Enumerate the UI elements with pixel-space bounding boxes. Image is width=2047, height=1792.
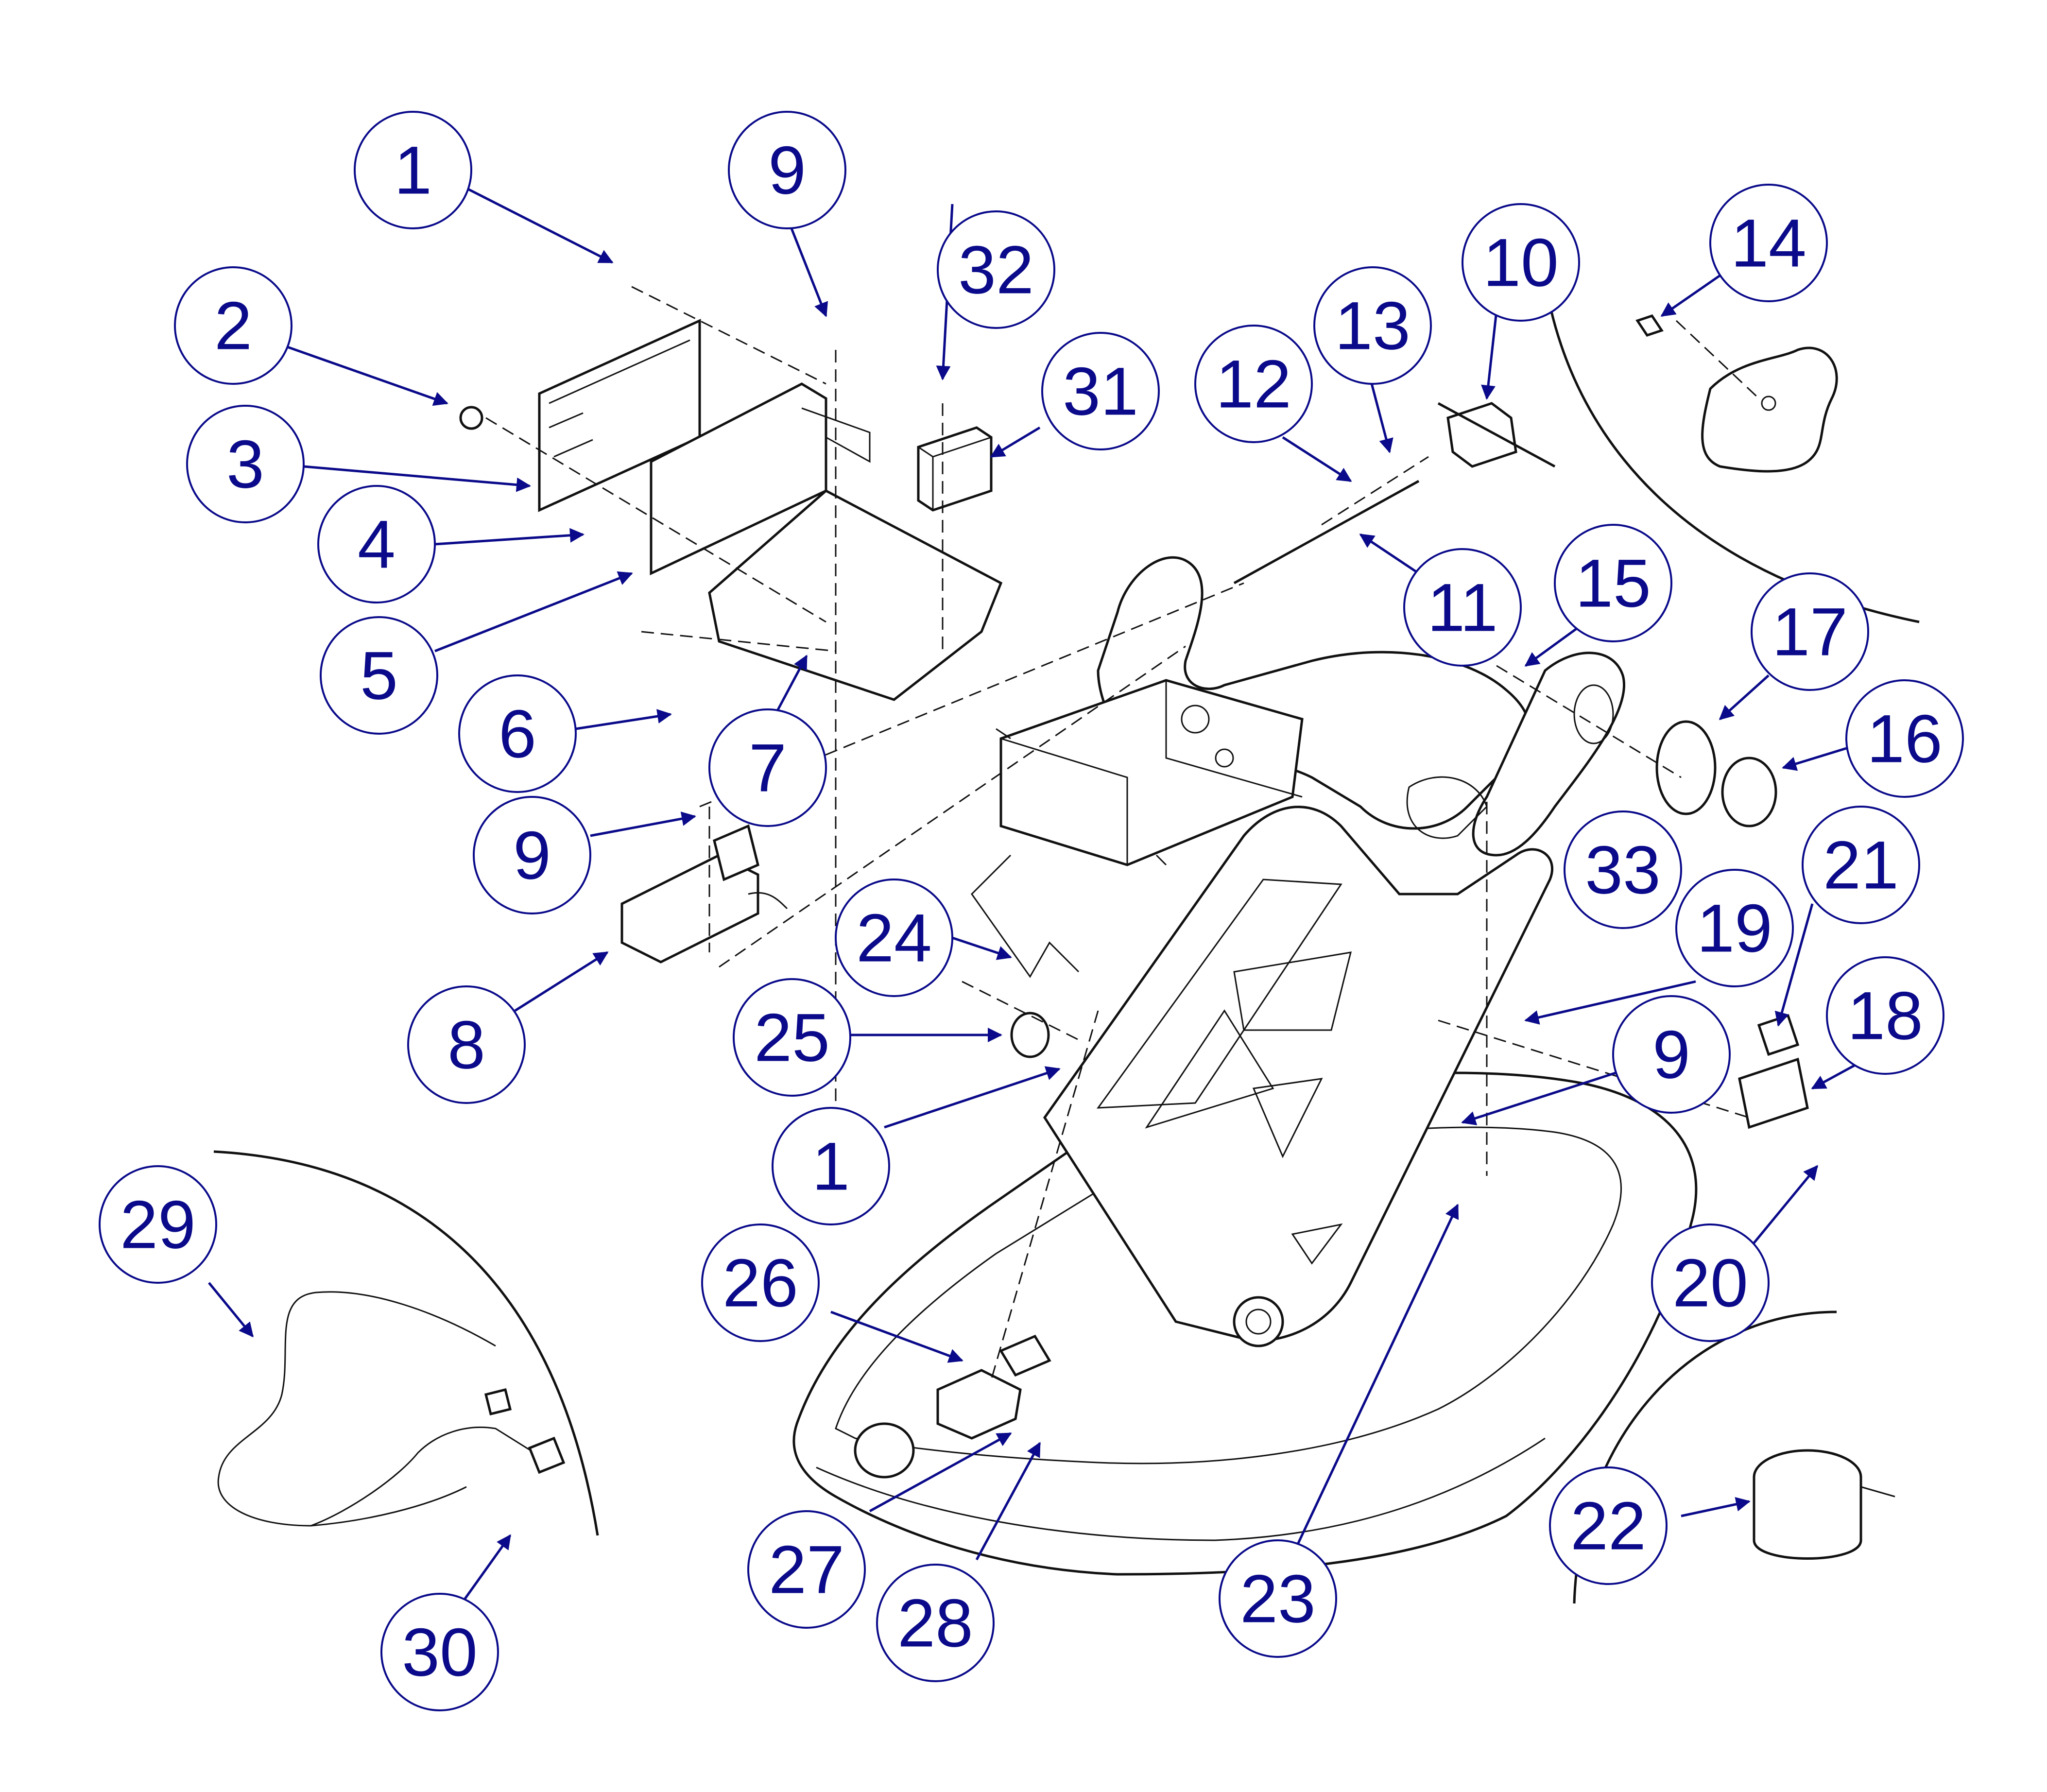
power-cord bbox=[217, 1291, 566, 1527]
callout-23: 23 bbox=[1219, 1539, 1337, 1658]
svg-text:27: 27 bbox=[769, 1532, 844, 1608]
relay-switch bbox=[917, 426, 993, 512]
callout-20: 20 bbox=[1651, 1223, 1770, 1342]
motor-mount-bracket bbox=[996, 679, 1304, 866]
callout-30: 30 bbox=[380, 1593, 499, 1711]
svg-text:18: 18 bbox=[1847, 978, 1923, 1054]
svg-text:33: 33 bbox=[1585, 832, 1661, 908]
callout-9-right: 9 bbox=[1612, 995, 1731, 1114]
callout-25: 25 bbox=[733, 978, 851, 1097]
gear bbox=[1010, 1012, 1050, 1058]
callout-29: 29 bbox=[99, 1165, 217, 1284]
svg-text:11: 11 bbox=[1427, 569, 1497, 646]
callout-10: 10 bbox=[1462, 203, 1580, 322]
callout-2: 2 bbox=[174, 266, 292, 385]
drive-motor bbox=[1753, 1449, 1895, 1560]
svg-text:2: 2 bbox=[214, 288, 252, 364]
limit-switch-bracket bbox=[620, 824, 788, 964]
svg-text:5: 5 bbox=[360, 638, 398, 714]
svg-text:20: 20 bbox=[1672, 1245, 1748, 1321]
main-arm-frame bbox=[1043, 806, 1554, 1347]
svg-text:15: 15 bbox=[1575, 545, 1651, 621]
svg-text:12: 12 bbox=[1216, 346, 1291, 422]
svg-text:9: 9 bbox=[768, 132, 806, 208]
callout-5: 5 bbox=[320, 616, 438, 735]
svg-text:19: 19 bbox=[1697, 890, 1772, 966]
callout-24: 24 bbox=[835, 879, 953, 997]
callout-19: 19 bbox=[1675, 869, 1794, 987]
svg-text:22: 22 bbox=[1570, 1488, 1646, 1564]
callout-12: 12 bbox=[1194, 325, 1313, 443]
callout-1: 1 bbox=[354, 111, 472, 229]
callout-21: 21 bbox=[1802, 806, 1920, 924]
callout-17: 17 bbox=[1751, 572, 1869, 691]
callout-6: 6 bbox=[458, 674, 577, 793]
callout-16: 16 bbox=[1845, 679, 1964, 798]
callout-9-left: 9 bbox=[473, 796, 591, 914]
svg-text:29: 29 bbox=[120, 1187, 196, 1263]
callout-22: 22 bbox=[1549, 1466, 1668, 1585]
svg-text:21: 21 bbox=[1823, 827, 1899, 903]
upper-armrest-assembly bbox=[1097, 556, 1626, 857]
svg-text:32: 32 bbox=[958, 232, 1034, 308]
svg-text:30: 30 bbox=[402, 1614, 478, 1690]
callout-15: 15 bbox=[1554, 524, 1672, 642]
svg-text:17: 17 bbox=[1772, 594, 1848, 670]
svg-text:26: 26 bbox=[722, 1245, 798, 1321]
callout-26: 26 bbox=[701, 1223, 820, 1342]
callout-7: 7 bbox=[708, 708, 827, 827]
callout-28: 28 bbox=[876, 1564, 995, 1682]
callout-33: 33 bbox=[1564, 810, 1682, 929]
callout-3: 3 bbox=[186, 405, 305, 523]
callout-13: 13 bbox=[1313, 266, 1432, 385]
svg-text:28: 28 bbox=[897, 1585, 973, 1661]
retaining-ring bbox=[1655, 720, 1717, 815]
svg-text:24: 24 bbox=[856, 900, 932, 976]
sensor-bracket bbox=[936, 1334, 1051, 1440]
svg-text:8: 8 bbox=[447, 1007, 485, 1083]
svg-text:4: 4 bbox=[358, 506, 396, 583]
callout-32: 32 bbox=[937, 210, 1055, 329]
svg-text:6: 6 bbox=[499, 696, 536, 772]
mounting-plate bbox=[650, 382, 1003, 701]
callout-31: 31 bbox=[1041, 332, 1160, 450]
callout-8: 8 bbox=[407, 985, 526, 1104]
callout-27: 27 bbox=[747, 1510, 866, 1629]
svg-text:1: 1 bbox=[812, 1128, 850, 1205]
svg-text:3: 3 bbox=[226, 426, 264, 502]
callout-11: 11 bbox=[1403, 548, 1522, 667]
svg-text:10: 10 bbox=[1483, 224, 1559, 301]
actuator-rod bbox=[1233, 402, 1556, 585]
svg-text:13: 13 bbox=[1335, 288, 1411, 364]
svg-text:23: 23 bbox=[1240, 1561, 1316, 1637]
svg-text:9: 9 bbox=[513, 817, 551, 894]
svg-text:31: 31 bbox=[1063, 353, 1138, 430]
spring-wire bbox=[971, 854, 1080, 978]
callout-9-top: 9 bbox=[728, 111, 846, 229]
callout-14: 14 bbox=[1709, 184, 1828, 302]
switch-bracket bbox=[1738, 1014, 1809, 1129]
cover-panel bbox=[1635, 314, 1838, 473]
cover-plate bbox=[1721, 757, 1777, 827]
callout-4: 4 bbox=[317, 485, 436, 603]
svg-text:25: 25 bbox=[754, 999, 830, 1076]
callout-18: 18 bbox=[1826, 956, 1944, 1075]
svg-text:14: 14 bbox=[1731, 205, 1806, 281]
svg-text:16: 16 bbox=[1867, 701, 1943, 777]
svg-text:1: 1 bbox=[394, 132, 432, 208]
svg-text:7: 7 bbox=[749, 730, 787, 806]
callout-1-lower: 1 bbox=[772, 1107, 890, 1225]
svg-text:9: 9 bbox=[1652, 1017, 1690, 1093]
